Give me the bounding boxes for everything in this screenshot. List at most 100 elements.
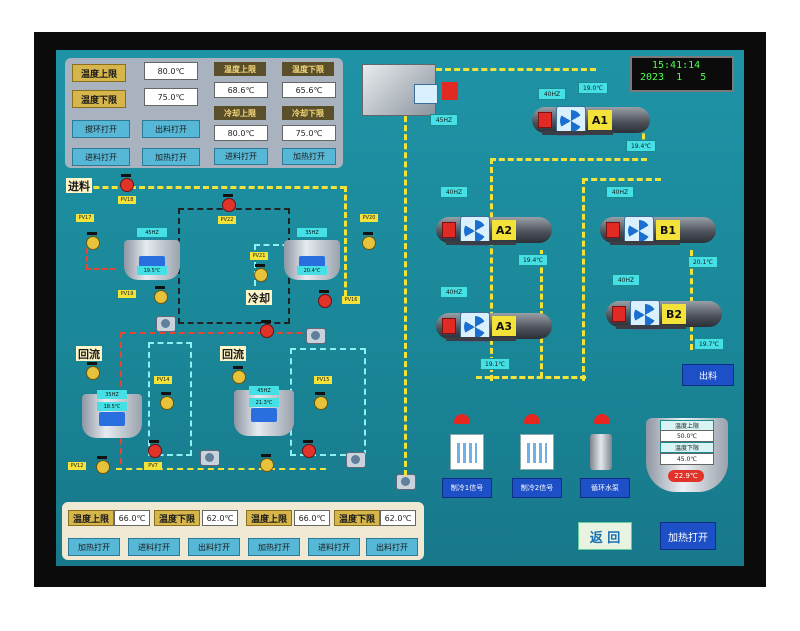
motor-a1[interactable]: A1	[532, 104, 650, 136]
valve-bottom-red[interactable]	[302, 440, 316, 458]
heat-open-button[interactable]: 加热打开	[142, 148, 200, 166]
valve-left-reflux[interactable]	[86, 362, 100, 380]
hmi-screen: 温度上限 80.0℃ 温度下限 75.0℃ 搅环打开 出料打开 进料打开 加热打…	[56, 50, 744, 566]
bottom-heat-open-2[interactable]: 加热打开	[248, 538, 300, 556]
bottom-upper1-value[interactable]: 66.0℃	[114, 510, 150, 526]
pv12-tag: PV12	[68, 462, 86, 470]
heat-open-button-2[interactable]: 加热打开	[282, 148, 336, 165]
alarm-light-1	[454, 414, 470, 424]
pipe-b-loop	[582, 178, 661, 381]
temp-lower-value[interactable]: 75.0℃	[144, 88, 198, 106]
motor-b1-name: B1	[656, 220, 680, 240]
discharge-button[interactable]: 出料	[682, 364, 734, 386]
yellow-pipe-bottom	[116, 468, 326, 470]
motor-b2[interactable]: B2	[606, 298, 722, 330]
motor-a2-temp: 19.4℃	[518, 254, 548, 266]
motor-b1[interactable]: B1	[600, 214, 716, 246]
motor-a2-hz: 40HZ	[440, 186, 468, 198]
motor-a3-temp: 19.1℃	[480, 358, 510, 370]
ice2-icon	[520, 434, 554, 470]
pv19-tag: PV19	[118, 290, 136, 298]
bottom-discharge-open-1[interactable]: 出料打开	[188, 538, 240, 556]
pipe-a-loop	[490, 158, 647, 381]
right-tank-upper-value[interactable]: 50.0℃	[660, 430, 714, 442]
motor-b1-hz: 40HZ	[606, 186, 634, 198]
motor-a1-temp-out: 19.4℃	[626, 140, 656, 152]
bottom-heat-open-1[interactable]: 加热打开	[68, 538, 120, 556]
sub-temp-lower-value[interactable]: 65.6℃	[282, 82, 336, 98]
pipe-a1-right	[642, 116, 645, 148]
valve-center-reflux[interactable]	[232, 366, 246, 384]
bottom-discharge-open-2[interactable]: 出料打开	[366, 538, 418, 556]
circulate-open-button[interactable]: 搅环打开	[72, 120, 130, 138]
valve-pv14[interactable]	[160, 392, 174, 410]
motor-b2-temp: 19.7℃	[694, 338, 724, 350]
valve-mid-red[interactable]	[260, 320, 274, 338]
valve-pv15[interactable]	[314, 392, 328, 410]
heat-open-button-main[interactable]: 加热打开	[660, 522, 716, 550]
back-button[interactable]: 返 回	[578, 522, 632, 550]
bottom-upper2-value[interactable]: 66.0℃	[294, 510, 330, 526]
pump-left-cool[interactable]	[156, 316, 176, 332]
feed-pipe-right	[344, 186, 347, 296]
valve-pv19[interactable]	[154, 286, 168, 304]
tank-1-temp: 19.5℃	[137, 266, 167, 275]
cooling-signal-2[interactable]: 制冷2信号	[512, 478, 562, 498]
motor-a2-name: A2	[492, 220, 516, 240]
bottom-upper1-label: 温度上限	[68, 510, 114, 526]
valve-pv20[interactable]	[362, 232, 376, 250]
valve-pv16[interactable]	[318, 290, 332, 308]
bottom-lower1-value[interactable]: 62.0℃	[202, 510, 238, 526]
feed-open-button-2[interactable]: 进料打开	[214, 148, 268, 165]
valve-pv17[interactable]	[86, 232, 100, 250]
motor-a2[interactable]: A2	[436, 214, 552, 246]
pump-bottom-2[interactable]	[346, 452, 366, 468]
feed-open-button[interactable]: 进料打开	[72, 148, 130, 166]
bottom-feed-open-2[interactable]: 进料打开	[308, 538, 360, 556]
valve-pv22[interactable]	[222, 194, 236, 212]
motor-b2-hz: 40HZ	[612, 274, 640, 286]
motor-a1-temp-in: 19.0℃	[578, 82, 608, 94]
bottom-lower2-value[interactable]: 62.0℃	[380, 510, 416, 526]
temp-lower-label: 温度下限	[72, 90, 126, 108]
valve-pv18[interactable]	[120, 174, 134, 192]
bottom-feed-open-1[interactable]: 进料打开	[128, 538, 180, 556]
sub-temp-upper-value[interactable]: 68.6℃	[214, 82, 268, 98]
feed-pipe	[66, 186, 346, 189]
valve-pv12[interactable]	[96, 456, 110, 474]
pump-bottom-1[interactable]	[200, 450, 220, 466]
alarm-light-3	[594, 414, 610, 424]
valve-bottom-yellow[interactable]	[260, 454, 274, 472]
tank-2[interactable]: 35HZ 20.4℃	[284, 228, 340, 280]
temp-upper-value[interactable]: 80.0℃	[144, 62, 198, 80]
water-pump-signal[interactable]: 循环水泵	[580, 478, 630, 498]
cooling-signal-1[interactable]: 制冷1信号	[442, 478, 492, 498]
discharge-open-button[interactable]: 出料打开	[142, 120, 200, 138]
tank-1[interactable]: 45HZ 19.5℃	[124, 228, 180, 280]
valve-pv21[interactable]	[254, 264, 268, 282]
cool-label: 冷却	[246, 290, 272, 305]
right-tank-lower-label: 温度下限	[660, 442, 714, 453]
tank-4[interactable]: 45HZ 21.3℃	[234, 386, 294, 436]
machine-hz: 45HZ	[430, 114, 458, 126]
motor-a3[interactable]: A3	[436, 310, 552, 342]
pump-bottom-3[interactable]	[396, 474, 416, 490]
motor-a1-name: A1	[588, 110, 612, 130]
cool-lower-value[interactable]: 75.0℃	[282, 125, 336, 141]
tank-4-hz: 45HZ	[249, 386, 279, 395]
machine-pipe-top	[436, 68, 596, 71]
motor-a1-hz: 40HZ	[538, 88, 566, 100]
tank-3[interactable]: 35HZ 18.5℃	[82, 390, 142, 438]
pump-center[interactable]	[306, 328, 326, 344]
motor-b1-temp: 20.1℃	[688, 256, 718, 268]
valve-pv7[interactable]	[148, 440, 162, 458]
red-loop-left	[86, 248, 116, 270]
motor-a3-hz: 40HZ	[440, 286, 468, 298]
right-tank-lower-value[interactable]: 45.0℃	[660, 453, 714, 465]
pv20-tag: PV20	[360, 214, 378, 222]
machine-pipe-down	[404, 116, 407, 476]
machine-fan-icon	[414, 84, 438, 104]
cool-upper-value[interactable]: 80.0℃	[214, 125, 268, 141]
bottom-upper2-label: 温度上限	[246, 510, 292, 526]
ice1-icon	[450, 434, 484, 470]
